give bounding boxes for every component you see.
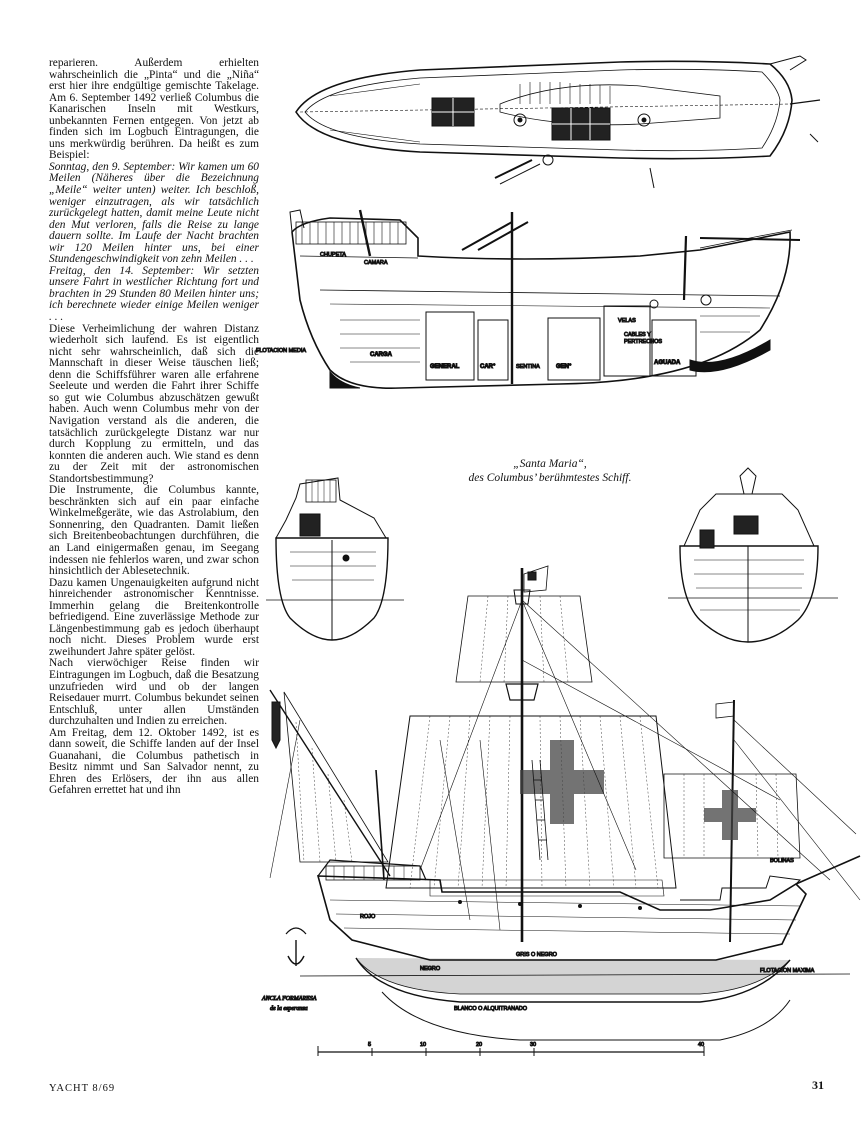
paragraph-landing: Am Freitag, dem 12. Oktober 1492, ist es… <box>49 726 259 797</box>
label-pertrechos: PERTRECHOS <box>624 339 662 345</box>
scale-tick-5: 5 <box>368 1042 371 1048</box>
label-ancla-2: de la esperanza <box>270 1006 308 1012</box>
section-drawing: CHUPETA CAMARA FLOTACION MEDIA CARGA GEN… <box>256 209 801 389</box>
label-velas: VELAS <box>618 318 636 324</box>
bow-view-drawing <box>668 467 838 643</box>
label-ancla-1: ANCLA FORMARESA <box>261 996 317 1002</box>
label-rojo: ROJO <box>360 914 376 920</box>
deck-plan-drawing <box>295 55 821 251</box>
log-entry-14-september: Freitag, den 14. September: Wir setzten … <box>49 264 259 324</box>
caption-subtitle: des Columbus’ berühmtestes Schiff. <box>468 471 632 484</box>
caption-title: „Santa Maria“, <box>513 458 587 470</box>
article-column: reparieren. Außerdem erhielten wahrschei… <box>49 57 259 797</box>
log-entry-9-september: Sonntag, den 9. September: Wir kamen um … <box>49 160 259 266</box>
label-gen: GEN° <box>556 364 572 370</box>
figure-caption: „Santa Maria“, des Columbus’ berühmteste… <box>440 458 660 485</box>
stern-view-drawing <box>266 477 404 641</box>
label-general: GENERAL <box>430 364 460 370</box>
scale-tick-10: 10 <box>420 1042 426 1048</box>
paragraph-instruments: Die Instrumente, die Columbus kannte, be… <box>49 484 259 578</box>
magazine-issue: YACHT 8/69 <box>49 1083 116 1094</box>
page-number: 31 <box>812 1078 824 1092</box>
scale-tick-30: 30 <box>530 1042 536 1048</box>
paragraph-crew: Nach vierwöchiger Reise finden wir Eintr… <box>49 657 259 728</box>
label-cables: CABLES Y <box>624 332 651 338</box>
scale-tick-20: 20 <box>476 1042 482 1048</box>
label-sentina: SENTINA <box>516 364 540 370</box>
label-carga: CARGA <box>370 352 393 358</box>
label-camara: CAMARA <box>364 260 388 266</box>
label-negro: NEGRO <box>420 966 441 972</box>
sail-plan-drawing: 5 10 20 30 40 BOLINAS ROJO GRIS O NEGRO … <box>261 565 861 1056</box>
label-flotacion-media: FLOTACION MEDIA <box>256 348 306 354</box>
paragraph-astronomy: Dazu kamen Ungenauigkeiten aufgrund nich… <box>49 576 259 658</box>
label-chupeta: CHUPETA <box>320 252 346 258</box>
label-blanco: BLANCO O ALQUITRANADO <box>454 1006 528 1012</box>
label-flotacion-maxima: FLOTACION MAXIMA <box>760 968 815 974</box>
paragraph-intro: reparieren. Außerdem erhielten wahrschei… <box>49 57 259 162</box>
label-aguada: AGUADA <box>654 360 681 366</box>
label-car: CAR° <box>480 364 496 370</box>
label-gris-o-negro: GRIS O NEGRO <box>516 952 558 958</box>
label-bolinas: BOLINAS <box>770 858 794 864</box>
scale-tick-40: 40 <box>698 1042 704 1048</box>
paragraph-distance: Diese Verheimlichung der wahren Distanz … <box>49 322 259 485</box>
